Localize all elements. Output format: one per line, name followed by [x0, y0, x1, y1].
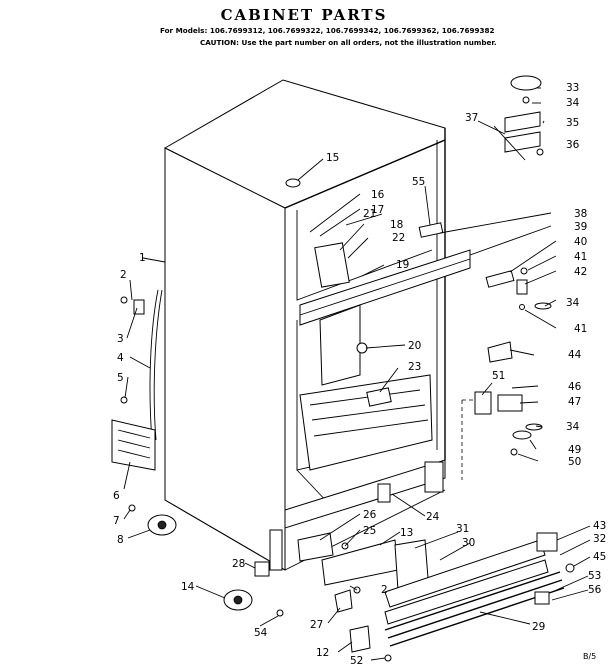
- callout-52: 52: [350, 655, 363, 667]
- callout-17: 17: [371, 204, 384, 216]
- callout-49: 49: [568, 444, 581, 456]
- callout-labels: 1 2 2 3 4 5 6 7 8 12 13 14 15 16 17 18 1…: [113, 82, 606, 667]
- leveling-and-roller-parts: [128, 504, 284, 617]
- callout-41: 41: [574, 251, 587, 263]
- callout-8: 8: [117, 534, 124, 546]
- callout-15: 15: [326, 152, 339, 164]
- callout-18: 18: [390, 219, 403, 231]
- caution-line: CAUTION: Use the part number on all orde…: [200, 38, 497, 47]
- callout-20: 20: [408, 340, 421, 352]
- callout-32: 32: [593, 533, 606, 545]
- callout-19: 19: [396, 259, 409, 271]
- page-number: B/5: [583, 652, 597, 661]
- callout-31: 31: [456, 523, 469, 535]
- callout-7: 7: [113, 515, 120, 527]
- callout-34: 34: [566, 421, 580, 433]
- callout-2: 2: [120, 269, 127, 281]
- callout-13: 13: [400, 527, 413, 539]
- callout-34: 34: [566, 97, 580, 109]
- misc-small-parts: [285, 178, 444, 503]
- callout-2: 2: [381, 584, 388, 596]
- callout-22: 22: [392, 232, 405, 244]
- cabinet-body: [163, 79, 446, 571]
- rear-wiring-and-panel: [111, 289, 163, 471]
- hinge-parts-top: [504, 75, 544, 156]
- callout-5: 5: [117, 372, 124, 384]
- callout-14: 14: [181, 581, 195, 593]
- callout-38: 38: [574, 208, 587, 220]
- callout-43: 43: [593, 520, 606, 532]
- callout-12: 12: [316, 647, 329, 659]
- hinge-parts-right: [474, 267, 552, 456]
- callout-1: 1: [139, 252, 146, 264]
- callout-47: 47: [568, 396, 581, 408]
- callout-23: 23: [408, 361, 421, 373]
- diagram-title: CABINET PARTS: [220, 6, 388, 24]
- callout-26: 26: [363, 509, 377, 521]
- center-mullion: [299, 242, 471, 386]
- callout-56: 56: [588, 584, 602, 596]
- callout-30: 30: [462, 537, 475, 549]
- callout-54: 54: [254, 627, 268, 639]
- callout-27: 27: [310, 619, 323, 631]
- callout-3: 3: [117, 333, 124, 345]
- callout-36: 36: [566, 139, 580, 151]
- callout-55: 55: [412, 176, 425, 188]
- models-line: For Models: 106.7699312, 106.7699322, 10…: [160, 26, 495, 35]
- callout-33: 33: [566, 82, 579, 94]
- callout-37: 37: [465, 112, 478, 124]
- callout-44: 44: [568, 349, 582, 361]
- callout-6: 6: [113, 490, 120, 502]
- callout-42: 42: [574, 266, 587, 278]
- callout-40: 40: [574, 236, 587, 248]
- callout-25: 25: [363, 525, 376, 537]
- callout-50: 50: [568, 456, 581, 468]
- callout-4: 4: [117, 352, 124, 364]
- callout-45: 45: [593, 551, 606, 563]
- callout-21: 21: [363, 208, 376, 220]
- callout-46: 46: [568, 381, 582, 393]
- grille-and-bottom-parts: [297, 532, 575, 662]
- callout-35: 35: [566, 117, 579, 129]
- callout-24: 24: [426, 511, 440, 523]
- callout-16: 16: [371, 189, 385, 201]
- callout-51: 51: [492, 370, 505, 382]
- callout-39: 39: [574, 221, 587, 233]
- leader-lines: [123, 87, 591, 661]
- callout-41: 41: [574, 323, 587, 335]
- callout-28: 28: [232, 558, 245, 570]
- callout-53: 53: [588, 570, 601, 582]
- callout-29: 29: [532, 621, 545, 633]
- callout-34: 34: [566, 297, 580, 309]
